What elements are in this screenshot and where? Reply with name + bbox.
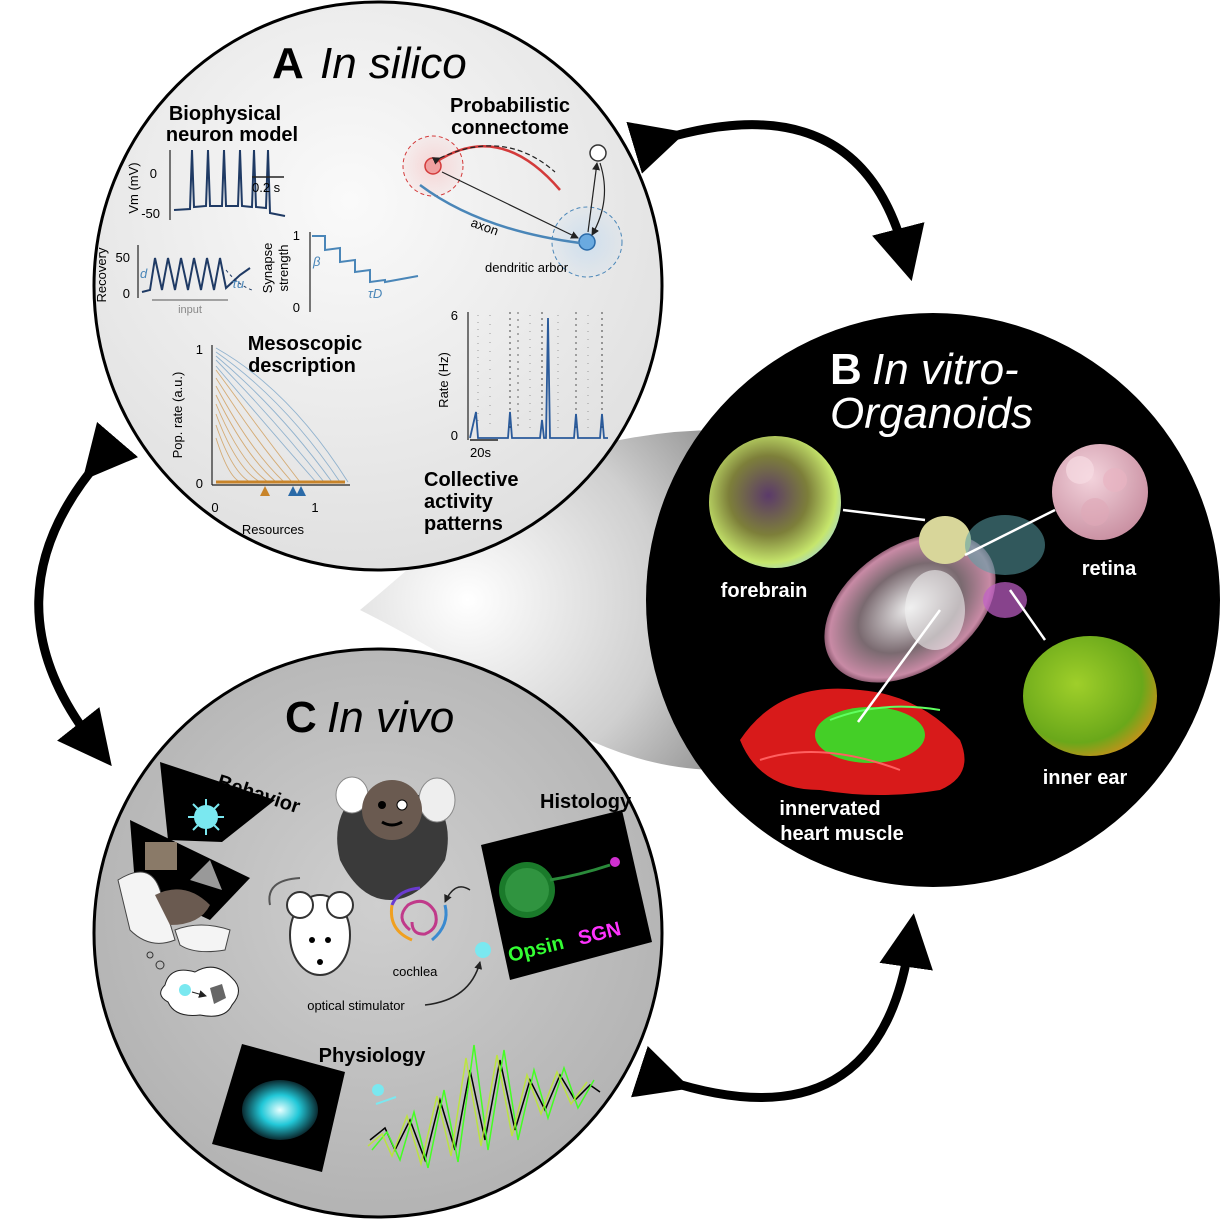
connectome-title-2: connectome (451, 117, 569, 139)
monkey-photo-thumb (145, 842, 177, 870)
label-heart-2: heart muscle (780, 823, 903, 845)
rate-ylabel: Rate (Hz) (436, 352, 451, 408)
vm-scale: 0.2 s (252, 180, 281, 195)
heart-muscle-image (740, 688, 965, 795)
rate-tick-6: 6 (451, 308, 458, 323)
optical-stimulator-label: optical stimulator (307, 998, 405, 1013)
label-inner-ear: inner ear (1043, 767, 1128, 789)
mesoscopic-plot: 1 0 0 1 Resources Pop. rate (a.u.) (170, 342, 350, 537)
synapse-beta: β (312, 254, 321, 269)
vm-tick-0: 0 (150, 166, 157, 181)
panel-a-title: In silico (320, 39, 467, 88)
meso-xtick-0: 0 (211, 500, 218, 515)
vm-trace (173, 149, 286, 217)
recovery-tick-50: 50 (116, 250, 130, 265)
mouse-illustration (268, 877, 354, 976)
collective-title-2: activity (424, 491, 494, 513)
physiology-cyan-image (212, 1044, 345, 1172)
arrow-a-b (626, 120, 925, 282)
recovery-d: d (140, 266, 148, 281)
panel-a-circle (92, 0, 664, 572)
thought-stimulus-icon (179, 984, 191, 996)
meso-xtick-1: 1 (311, 500, 318, 515)
inner-ear-image (1023, 636, 1157, 756)
rate-trace (469, 317, 608, 439)
panel-c-title: In vivo (327, 693, 454, 742)
panel-a-letter: A (272, 39, 304, 88)
histology-image (481, 810, 652, 980)
label-heart-1: innervated (779, 798, 880, 820)
label-forebrain: forebrain (721, 580, 808, 602)
arrow-a-c (34, 421, 139, 767)
meso-orange-curves (215, 369, 301, 483)
panel-a: A In silico Biophysical neuron model 0 -… (94, 39, 623, 537)
biophysical-title-1: Biophysical (169, 103, 281, 125)
rate-scale: 20s (470, 445, 491, 460)
collective-title-1: Collective (424, 469, 518, 491)
synapse-tick-1: 1 (293, 228, 300, 243)
physiology-stim-icon (372, 1084, 397, 1105)
recovery-ylabel: Recovery (94, 247, 109, 302)
arrow-b-c (630, 913, 933, 1102)
central-organoid-image (824, 515, 1045, 683)
recovery-plot: 50 0 Recovery d τu input (94, 245, 253, 316)
panel-c-letter: C (285, 693, 317, 742)
vm-ylabel: Vm (mV) (126, 162, 141, 213)
meso-ytick-1: 1 (196, 342, 203, 357)
recovery-tau-u: τu (232, 276, 244, 291)
connectome-dendritic: dendritic arbor (485, 260, 569, 275)
connector-shape (360, 430, 720, 770)
cochlea-icon (389, 886, 448, 942)
histology-label: Histology (540, 791, 632, 813)
recovery-trace (141, 257, 251, 293)
physiology-traces (367, 1044, 601, 1169)
cycle-arrows (34, 120, 933, 1102)
raster-dots (477, 312, 603, 430)
mesoscopic-title-2: description (248, 355, 356, 377)
meso-ytick-0: 0 (196, 476, 203, 491)
recovery-tick-0: 0 (123, 286, 130, 301)
rate-tick-0: 0 (451, 428, 458, 443)
thought-object-icon (210, 984, 226, 1004)
panel-b-letter: B (830, 345, 862, 394)
panel-b: B In vitro- Organoids (709, 345, 1157, 845)
synapse-plot: 1 0 Synapse strength β τD (260, 228, 419, 315)
optical-light-icon (475, 942, 491, 958)
synapse-ylabel-2: strength (276, 245, 291, 292)
collective-plot: 6 0 Rate (Hz) 20s (436, 308, 608, 460)
shape-thumb (190, 860, 222, 890)
synapse-trace (312, 235, 419, 284)
physiology-label: Physiology (319, 1045, 427, 1067)
marmoset-illustration (335, 776, 456, 900)
organoid-lines (842, 508, 1056, 723)
meso-xlabel: Resources (242, 522, 305, 537)
thought-cloud (160, 966, 239, 1017)
meso-blue-curves (215, 347, 349, 483)
synapse-tau-d: τD (368, 286, 382, 301)
vm-tick-m50: -50 (141, 206, 160, 221)
biophysical-title-2: neuron model (166, 124, 298, 146)
recovery-input: input (178, 304, 202, 316)
mesoscopic-title-1: Mesoscopic (248, 333, 362, 355)
collective-title-3: patterns (424, 513, 503, 535)
cochlea-label: cochlea (393, 964, 439, 979)
synapse-ylabel-1: Synapse (260, 243, 275, 294)
retina-image (1052, 444, 1148, 540)
connectome-diagram: axon dendritic arbor (402, 135, 623, 278)
synapse-tick-0: 0 (293, 300, 300, 315)
forebrain-image (709, 436, 841, 568)
panel-b-title-2: Organoids (830, 389, 1033, 438)
vm-plot: 0 -50 Vm (mV) 0.2 s (126, 149, 286, 221)
meso-ylabel: Pop. rate (a.u.) (170, 372, 185, 459)
panel-b-title-1: In vitro- (872, 345, 1019, 394)
monkey-sketch (117, 871, 231, 953)
stimulus-star-icon (188, 799, 224, 835)
connectome-title-1: Probabilistic (450, 95, 570, 117)
label-retina: retina (1082, 558, 1137, 580)
